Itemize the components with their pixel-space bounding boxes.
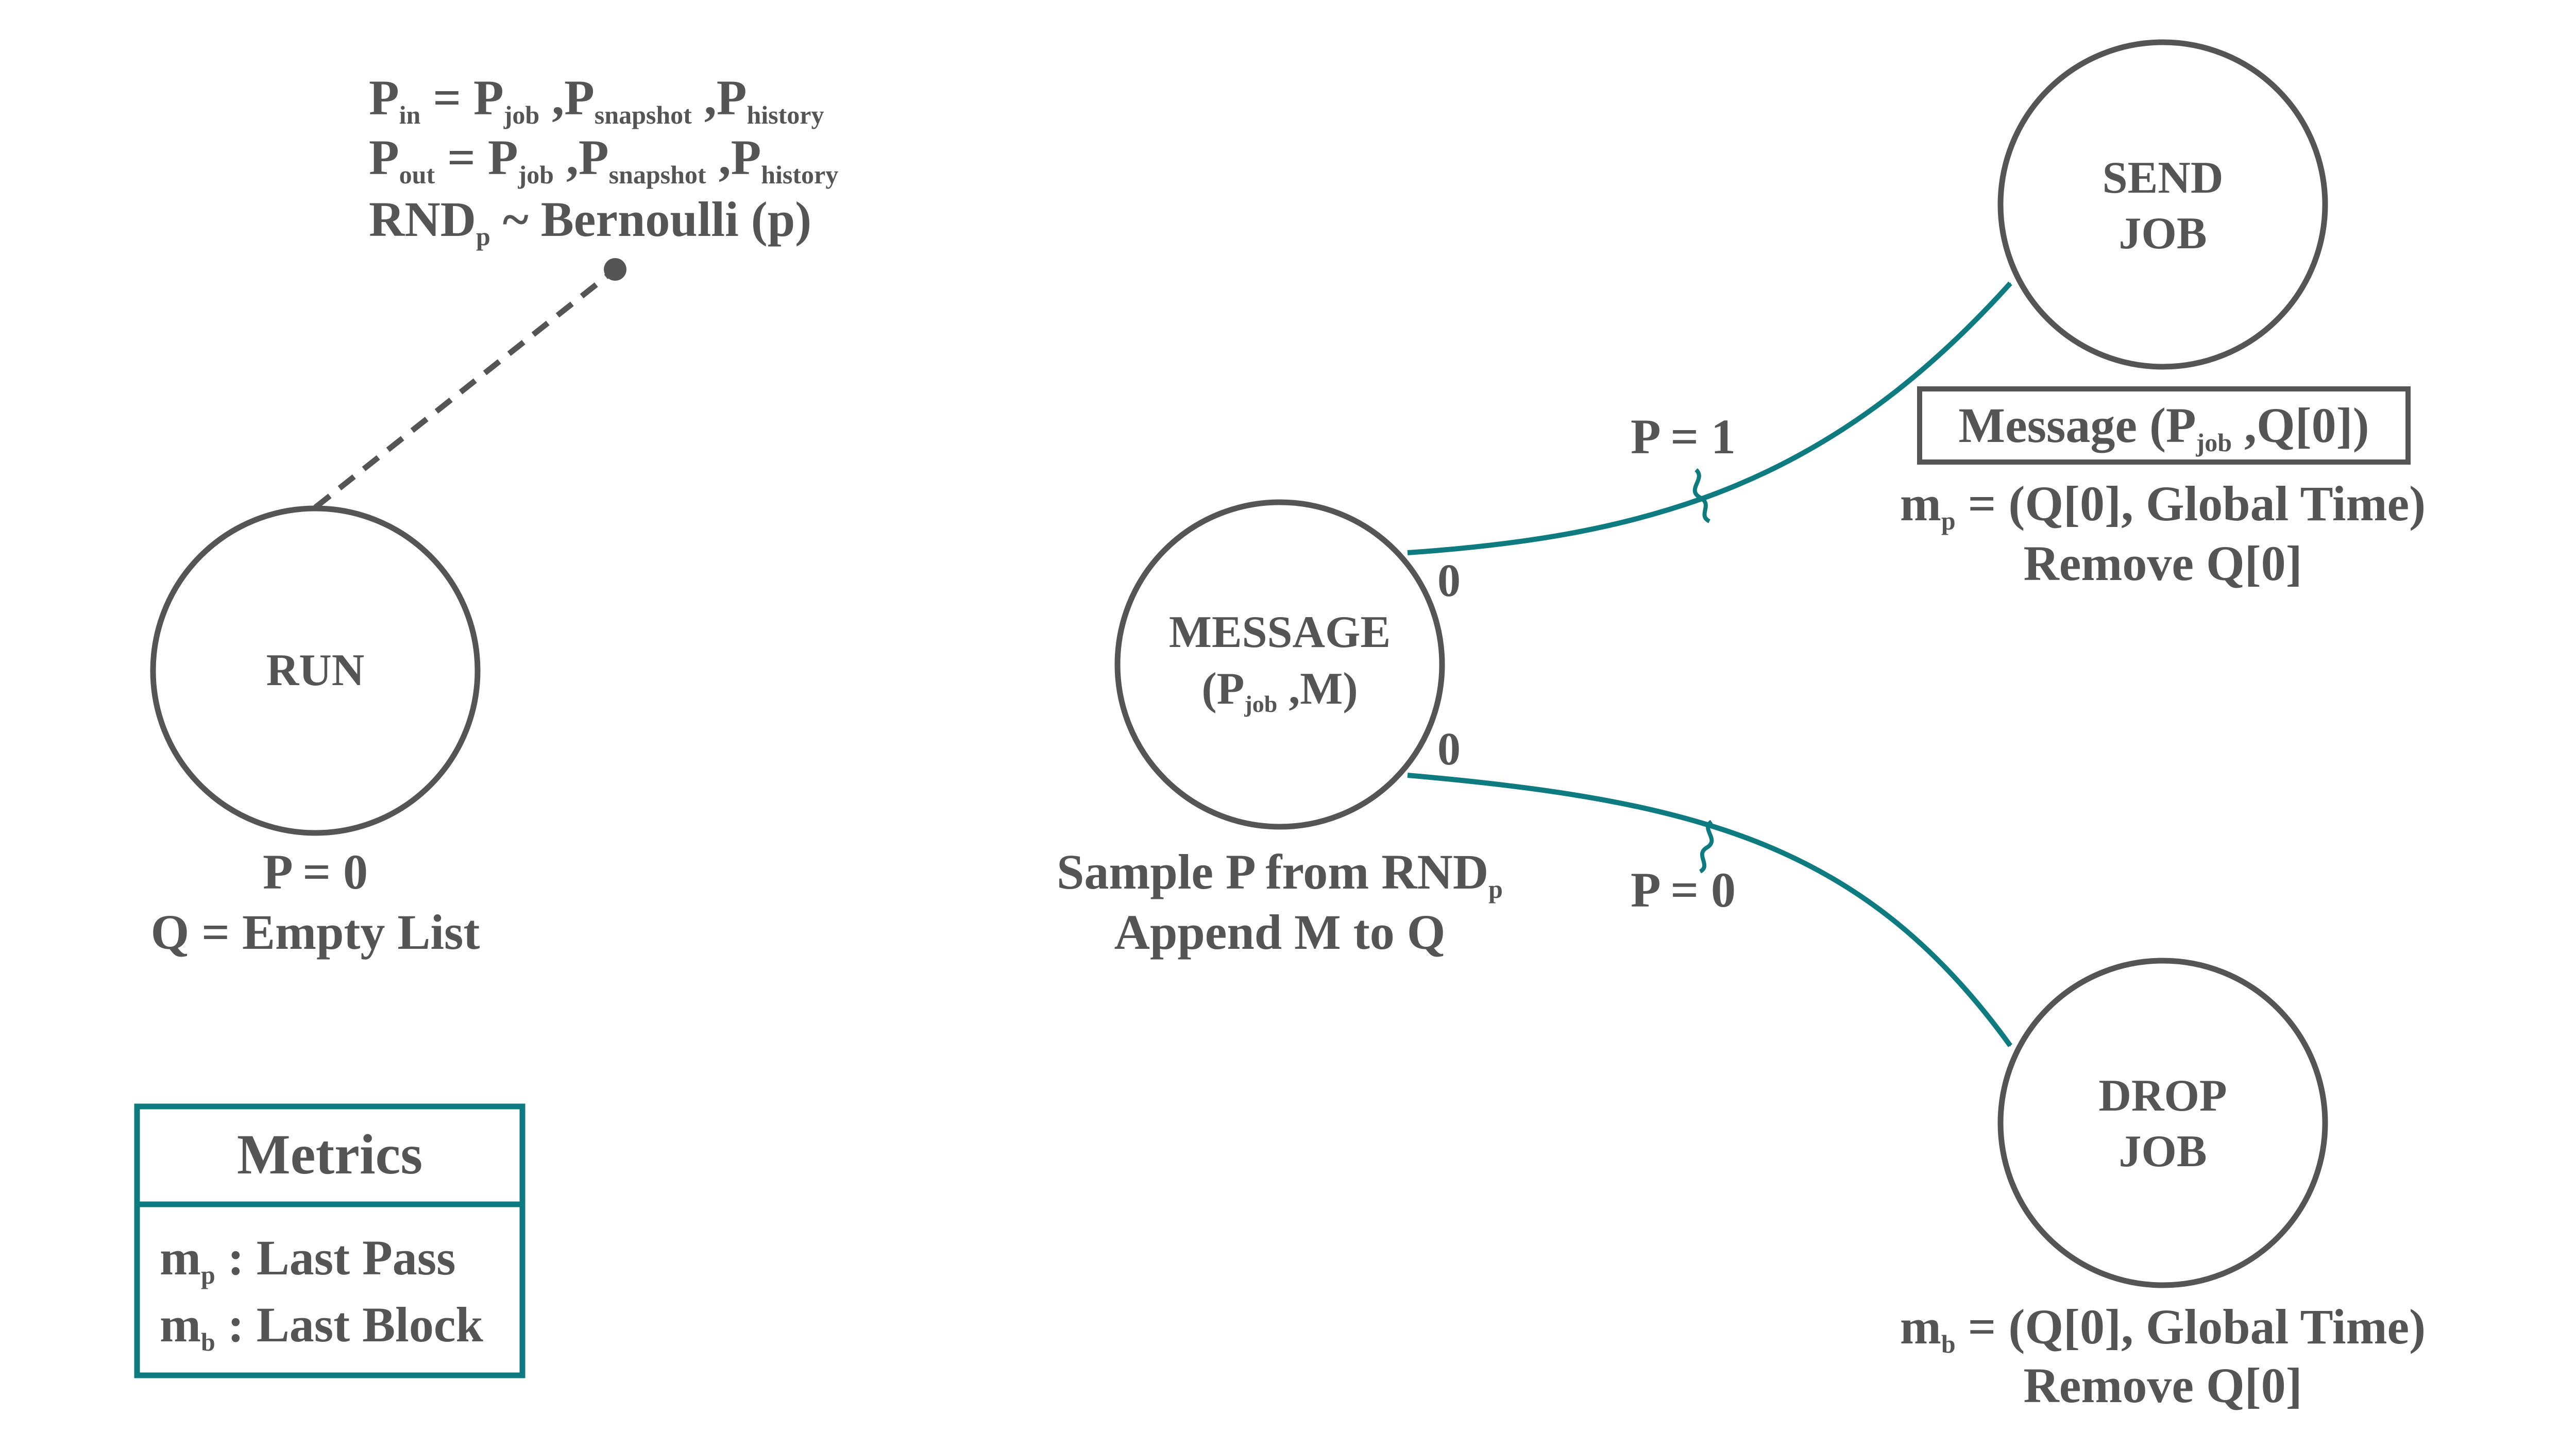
edge-message-to-send: P = 1 0 [1407, 281, 2012, 606]
metrics-row-block: mb : Last Block [160, 1297, 483, 1356]
edge-drop-arrow [1407, 773, 2013, 1047]
message-note-sample: Sample P from RNDp [1057, 844, 1503, 904]
annotation-connector [313, 268, 616, 510]
send-job-note-metric: mp = (Q[0], Global Time) [1900, 476, 2426, 535]
send-job-state: SEND JOB Message (Pjob ,Q[0]) mp = (Q[0]… [1900, 39, 2426, 591]
run-state: RUN P = 0 Q = Empty List [150, 505, 481, 960]
metrics-box: Metrics mp : Last Pass mb : Last Block [134, 1103, 526, 1378]
parameter-block: Pin = Pjob ,Psnapshot ,Phistory Pout = P… [369, 70, 838, 251]
annotation-anchor-dot [604, 258, 626, 281]
drop-job-note-metric: mb = (Q[0], Global Time) [1900, 1299, 2426, 1358]
p-out-line: Pout = Pjob ,Psnapshot ,Phistory [369, 130, 838, 189]
drop-job-note-remove: Remove Q[0] [2023, 1358, 2302, 1413]
send-job-note-remove: Remove Q[0] [2023, 536, 2302, 591]
p-in-line: Pin = Pjob ,Psnapshot ,Phistory [369, 70, 824, 129]
send-job-node-circle [1997, 39, 2328, 370]
run-label: RUN [266, 645, 365, 695]
run-note-q: Q = Empty List [151, 905, 480, 960]
edge-drop-condition: P = 0 [1631, 862, 1736, 917]
send-job-label-line2: JOB [2119, 209, 2207, 259]
drop-job-label-line2: JOB [2119, 1127, 2207, 1177]
drop-job-state: DROP JOB mb = (Q[0], Global Time) Remove… [1900, 958, 2426, 1413]
rnd-line: RNDp ~ Bernoulli (p) [369, 192, 811, 251]
send-job-label-line1: SEND [2103, 153, 2224, 203]
edge-send-guard-tick [1692, 468, 1711, 523]
metrics-row-pass: mp : Last Pass [160, 1230, 455, 1289]
run-note-p: P = 0 [263, 844, 368, 899]
edge-drop-priority: 0 [1437, 724, 1461, 775]
send-job-output-box [1917, 386, 2411, 465]
message-label: MESSAGE [1169, 607, 1391, 657]
edge-send-arrow [1407, 281, 2012, 555]
drop-job-label-line1: DROP [2098, 1071, 2227, 1121]
metrics-box-frame [134, 1103, 526, 1378]
edge-message-to-drop: P = 0 0 [1407, 724, 2013, 1047]
message-note-append: Append M to Q [1114, 905, 1446, 960]
message-node-circle [1114, 499, 1445, 830]
edge-send-priority: 0 [1437, 555, 1461, 606]
message-args: (Pjob ,M) [1201, 664, 1358, 717]
send-job-output-message: Message (Pjob ,Q[0]) [1958, 398, 2369, 457]
run-node-circle [150, 505, 481, 836]
edge-send-condition: P = 1 [1631, 409, 1736, 464]
message-state: MESSAGE (Pjob ,M) Sample P from RNDp App… [1057, 499, 1503, 960]
drop-job-node-circle [1997, 958, 2328, 1288]
edge-drop-guard-tick [1699, 820, 1714, 874]
metrics-title: Metrics [237, 1123, 422, 1186]
